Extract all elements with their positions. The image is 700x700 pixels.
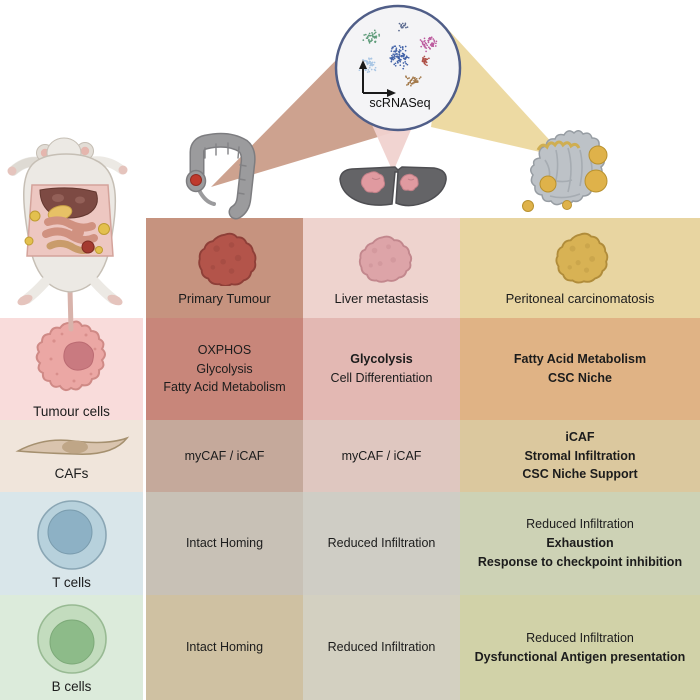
scrnaseq-clusters: [358, 22, 438, 87]
cell-text-line: iCAF: [565, 429, 595, 444]
scrnaseq-label: scRNASeq: [369, 96, 430, 110]
liver-icon: [339, 166, 447, 207]
table-row-b-cells: B cells Intact Homing Reduced Infiltratio…: [0, 595, 700, 700]
cell-text-line: Cell Differentiation: [330, 371, 433, 385]
cell-text-line: Reduced Infiltration: [526, 517, 634, 532]
cell-text-line: Reduced Infiltration: [327, 536, 436, 551]
row-label-tumour-cells: Tumour cells: [0, 318, 143, 420]
table-row-t-cells: T cells Intact Homing Reduced Infiltratio…: [0, 492, 700, 595]
cell-text-line: myCAF / iCAF: [184, 448, 265, 463]
cell-text-line: Intact Homing: [185, 536, 264, 551]
row-label-text: Tumour cells: [33, 404, 110, 419]
cell-text-line: CSC Niche: [548, 371, 612, 385]
beam-to-colon-shape: [211, 49, 401, 187]
t-cell-icon: [36, 499, 107, 570]
axis-arrows-icon: [359, 60, 396, 97]
cell-text-line: Intact Homing: [185, 640, 264, 655]
cell-b-cells-liver: Reduced Infiltration: [303, 595, 460, 700]
cell-text-line: Fatty Acid Metabolism: [163, 380, 286, 395]
column-header-label: Primary Tumour: [178, 291, 271, 306]
cell-b-cells-primary: Intact Homing: [146, 595, 303, 700]
beam-to-peritoneum-shape: [431, 26, 566, 158]
beam-to-liver-shape: [368, 116, 416, 172]
row-label-t-cells: T cells: [0, 492, 143, 595]
cell-text-line: Stromal Infiltration: [524, 448, 636, 463]
cell-text-line: Dysfunctional Antigen presentation: [474, 649, 686, 664]
column-header-label: Peritoneal carcinomatosis: [505, 291, 655, 306]
column-header-primary: Primary Tumour: [146, 218, 303, 318]
peritoneum-icon: [522, 130, 608, 212]
scrnaseq-plot: scRNASeq: [334, 4, 462, 132]
column-header-liver: Liver metastasis: [303, 218, 460, 318]
column-header-peritoneal: Peritoneal carcinomatosis: [460, 218, 700, 318]
cell-text-line: Glycolysis: [196, 361, 253, 376]
cell-text-line: Response to checkpoint inhibition: [477, 554, 683, 569]
row-label-cafs: CAFs: [0, 420, 143, 492]
caf-cell-icon: [14, 436, 129, 455]
cell-cafs-primary: myCAF / iCAF: [146, 420, 303, 492]
cell-cafs-liver: myCAF / iCAF: [303, 420, 460, 492]
table-row-cafs: CAFs myCAF / iCAF myCAF / iCAF iCAF Stromal…: [0, 420, 700, 492]
liver-metastasis-blob-icon: [358, 235, 412, 283]
b-cell-icon: [36, 603, 107, 674]
cell-t-cells-primary: Intact Homing: [146, 492, 303, 595]
cell-text-line: OXPHOS: [197, 342, 252, 357]
row-label-text: CAFs: [54, 466, 89, 481]
cell-text-line: CSC Niche Support: [522, 467, 638, 482]
cell-text-line: Glycolysis: [350, 352, 413, 367]
row-label-text: B cells: [51, 678, 92, 694]
cell-text-line: Fatty Acid Metabolism: [513, 352, 647, 367]
cell-text-line: myCAF / iCAF: [341, 448, 422, 463]
cell-text-line: Reduced Infiltration: [327, 640, 436, 655]
row-label-text: T cells: [52, 574, 91, 590]
comparison-table: Primary Tumour Liver metastasis: [0, 218, 700, 700]
peritoneal-blob-icon: [555, 232, 609, 284]
cell-t-cells-liver: Reduced Infiltration: [303, 492, 460, 595]
row-label-b-cells: B cells: [0, 595, 143, 700]
column-header-label: Liver metastasis: [334, 291, 429, 306]
cell-text-line: Exhaustion: [546, 536, 614, 551]
colon-icon: [185, 132, 256, 220]
table-header-row: Primary Tumour Liver metastasis: [146, 218, 700, 318]
tumour-cell-icon: [35, 320, 106, 392]
primary-tumour-blob-icon: [197, 232, 256, 286]
cell-text-line: Reduced Infiltration: [526, 630, 634, 645]
